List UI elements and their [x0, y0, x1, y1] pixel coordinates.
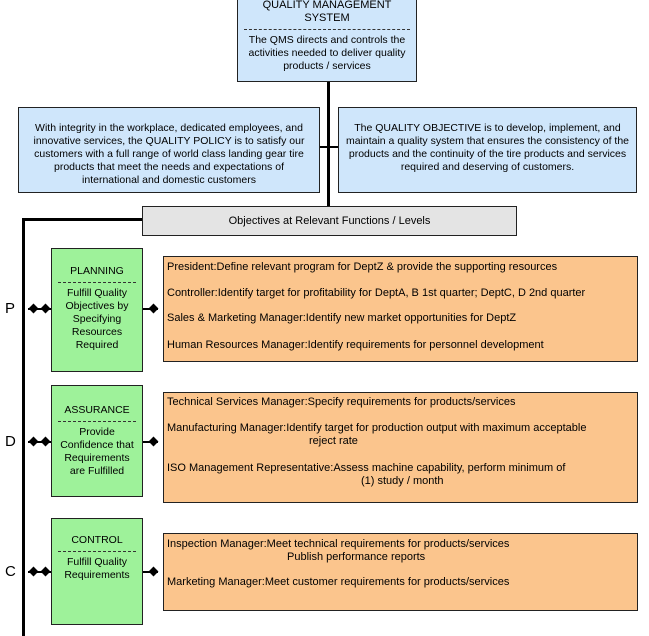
planning-divider — [58, 282, 136, 283]
main-spine-horizontal — [22, 218, 142, 221]
qms-stem-line — [327, 82, 330, 208]
role-text: Identify requirements for personnel deve… — [307, 339, 544, 351]
planning-item-controller: Controller:Identify target for profitabi… — [167, 287, 634, 300]
control-details-box: Inspection Manager:Meet technical requir… — [163, 533, 638, 611]
stage-letter-c: C — [5, 563, 16, 580]
qms-title-line2: SYSTEM — [304, 12, 350, 24]
planning-details-box: President:Define relevant program for De… — [163, 256, 638, 362]
assurance-item-iso-rep-cont: (1) study / month — [361, 475, 444, 487]
assurance-item-technical-services: Technical Services Manager:Specify requi… — [167, 396, 634, 409]
planning-item-human-resources: Human Resources Manager:Identify require… — [167, 339, 634, 352]
control-item-marketing: Marketing Manager:Meet customer requirem… — [167, 576, 634, 589]
role-label: Sales & Marketing Manager: — [167, 312, 306, 324]
role-label: Inspection Manager: — [167, 538, 267, 550]
p-diamond-right — [148, 303, 159, 314]
planning-item-sales-marketing: Sales & Marketing Manager:Identify new m… — [167, 312, 634, 325]
main-spine-vertical — [22, 218, 25, 636]
assurance-title: ASSURANCE — [64, 404, 130, 416]
p-diamond-left — [28, 303, 39, 314]
role-label: Marketing Manager: — [167, 576, 265, 588]
role-label: Manufacturing Manager: — [167, 422, 287, 434]
qms-to-policy-line — [319, 146, 339, 148]
stage-letter-p: P — [5, 300, 16, 317]
quality-policy-box: With integrity in the workplace, dedicat… — [18, 107, 320, 193]
planning-description: Fulfill Quality Objectives by Specifying… — [65, 287, 129, 351]
stage-letter-d: D — [5, 433, 16, 450]
planning-title: PLANNING — [70, 265, 124, 277]
control-title: CONTROL — [71, 534, 123, 546]
qms-description: The QMS directs and controls the activit… — [248, 34, 406, 72]
role-label: ISO Management Representative: — [167, 462, 334, 474]
p-diamond-mid — [40, 303, 51, 314]
role-text: Specify requirements for products/servic… — [307, 396, 516, 408]
c-diamond-right — [148, 566, 159, 577]
assurance-divider — [58, 421, 136, 422]
control-divider — [58, 551, 136, 552]
role-text: Meet technical requirements for products… — [266, 538, 510, 550]
role-text: Meet customer requirements for products/… — [264, 576, 510, 588]
role-text: Identify new market opportunities for De… — [305, 312, 517, 324]
d-diamond-left — [28, 436, 39, 447]
control-item-inspection: Inspection Manager:Meet technical requir… — [167, 538, 634, 551]
assurance-box: ASSURANCE Provide Confidence that Requir… — [51, 385, 143, 497]
role-label: Human Resources Manager: — [167, 339, 308, 351]
objectives-bar: Objectives at Relevant Functions / Level… — [142, 206, 517, 236]
c-diamond-left — [28, 566, 39, 577]
d-diamond-mid — [40, 436, 51, 447]
c-diamond-mid — [40, 566, 51, 577]
role-text: Assess machine capability, perform minim… — [333, 462, 566, 474]
qms-title-line1: QUALITY MANAGEMENT — [262, 0, 392, 11]
planning-box: PLANNING Fulfill Quality Objectives by S… — [51, 248, 143, 372]
assurance-description: Provide Confidence that Requirements are… — [60, 426, 134, 477]
role-label: Technical Services Manager: — [167, 396, 308, 408]
quality-policy-text: With integrity in the workplace, dedicat… — [33, 122, 305, 186]
control-description: Fulfill Quality Requirements — [64, 556, 130, 581]
control-item-inspection-cont: Publish performance reports — [287, 551, 426, 563]
planning-item-president: President:Define relevant program for De… — [167, 261, 634, 274]
assurance-item-manufacturing: Manufacturing Manager:Identify target fo… — [167, 422, 634, 435]
objectives-bar-label: Objectives at Relevant Functions / Level… — [228, 215, 431, 227]
control-box: CONTROL Fulfill Quality Requirements — [51, 518, 143, 625]
quality-objective-text: The QUALITY OBJECTIVE is to develop, imp… — [345, 122, 630, 173]
assurance-item-manufacturing-cont: reject rate — [309, 435, 358, 447]
role-label: President: — [167, 261, 217, 273]
role-label: Controller: — [167, 287, 218, 299]
quality-objective-box: The QUALITY OBJECTIVE is to develop, imp… — [338, 107, 637, 193]
d-diamond-right — [148, 436, 159, 447]
role-text: Identify target for production output wi… — [286, 422, 587, 434]
qms-box: QUALITY MANAGEMENT SYSTEM The QMS direct… — [237, 0, 417, 82]
qms-divider — [244, 29, 410, 30]
assurance-details-box: Technical Services Manager:Specify requi… — [163, 392, 638, 503]
role-text: Identify target for profitability for De… — [217, 287, 586, 299]
role-text: Define relevant program for DeptZ & prov… — [216, 261, 558, 273]
assurance-item-iso-rep: ISO Management Representative:Assess mac… — [167, 462, 634, 475]
